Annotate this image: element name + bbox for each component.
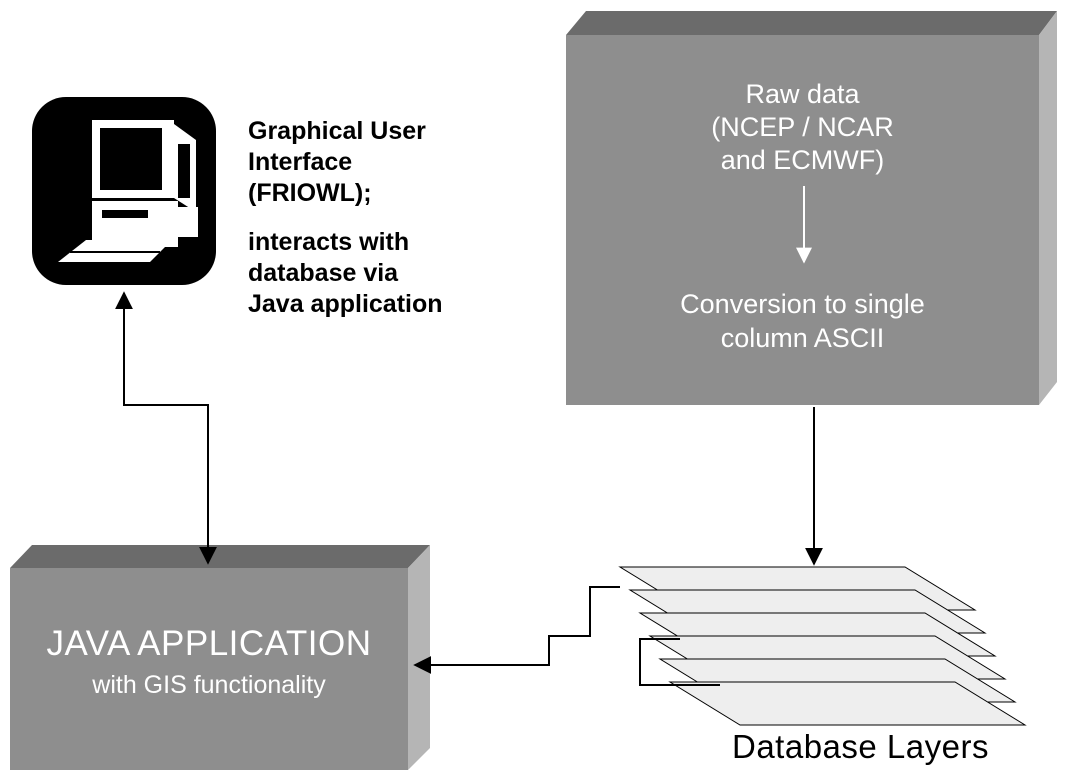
database-layers-stack [618,566,1027,726]
gui-title: Graphical User Interface (FRIOWL); [248,116,548,209]
computer-icon [32,97,216,285]
gui-desc-line: interacts with [248,228,410,256]
gui-title-line: Graphical User [248,117,426,145]
gui-desc-line: Java application [248,290,443,318]
conversion-line: Conversion to single [680,289,925,319]
raw-data-line: (NCEP / NCAR [711,112,894,142]
connector-gui-java [115,291,217,565]
gui-desc-line: database via [248,259,399,287]
raw-data-line: Raw data [745,79,860,109]
java-application-subtitle: with GIS functionality [92,671,326,699]
raw-data-label: Raw data (NCEP / NCAR and ECMWF) [566,78,1039,177]
conversion-label: Conversion to single column ASCII [566,287,1039,355]
gui-description: Graphical User Interface (FRIOWL); inter… [248,116,548,320]
connector-database-java [413,586,720,686]
gui-title-line: (FRIOWL); [248,179,372,207]
gui-desc: interacts with database via Java applica… [248,227,548,320]
java-application-box [10,545,430,770]
conversion-line: column ASCII [720,323,885,353]
raw-data-line: and ECMWF) [720,145,885,175]
database-layers-label: Database Layers [732,728,989,765]
database-layer [668,681,1027,726]
gui-title-line: Interface [248,148,353,176]
raw-data-box [566,11,1057,405]
java-application-title: JAVA APPLICATION [46,624,372,663]
